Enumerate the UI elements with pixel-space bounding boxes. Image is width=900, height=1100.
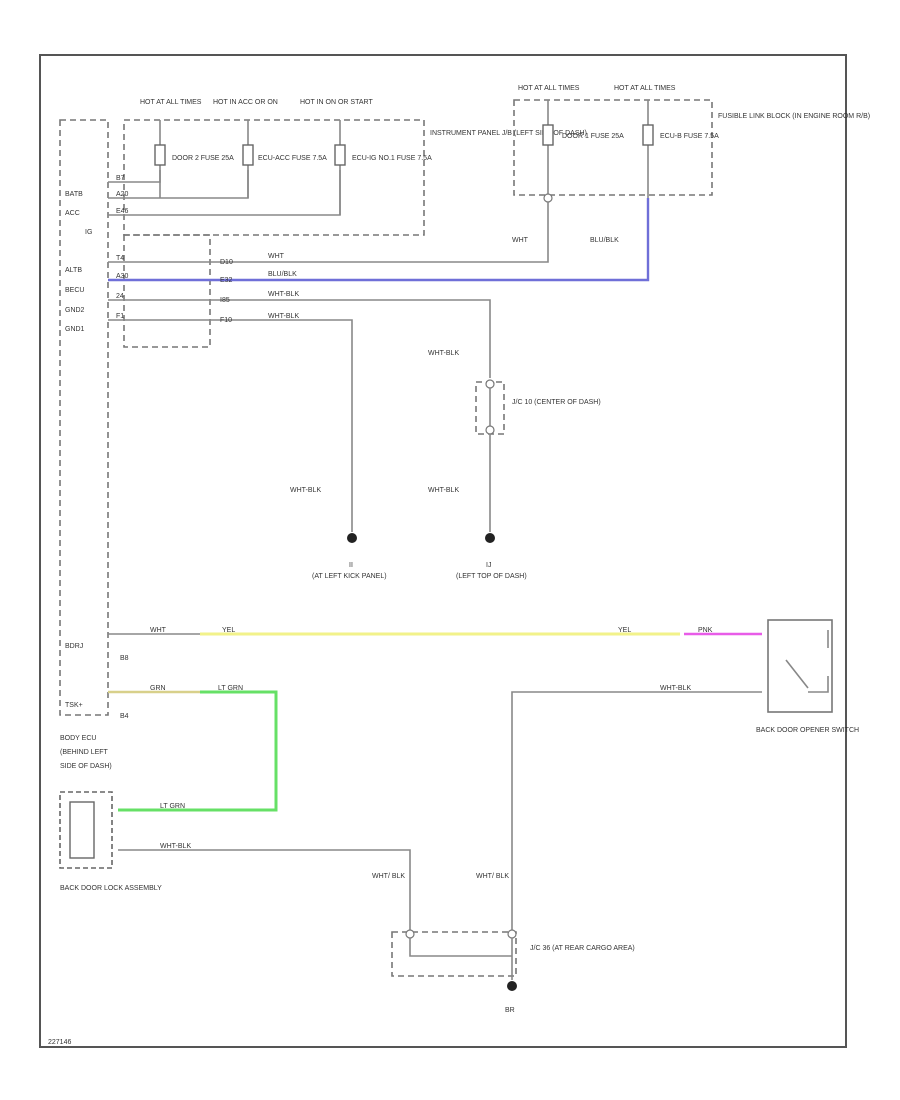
wire-wht-blk-2: WHT-BLK	[268, 313, 299, 320]
ground-ij-location: (LEFT TOP OF DASH)	[456, 573, 527, 580]
fuse-ecu-acc	[242, 144, 254, 166]
wire-blu-blk-label-2: BLU/BLK	[590, 237, 619, 244]
back-door-lock-label: BACK DOOR LOCK ASSEMBLY	[60, 885, 162, 892]
wire-blu-blk-label: BLU/BLK	[268, 271, 297, 278]
header-hot-all-1: HOT AT ALL TIMES	[140, 99, 202, 106]
header-hot-all-2: HOT AT ALL TIMES	[518, 85, 580, 92]
wire-pnk-label: PNK	[698, 627, 713, 634]
ecu-label-3: SIDE OF DASH)	[60, 763, 112, 770]
ground-ii-label: II	[349, 562, 353, 569]
wire-wht-blk-9: WHT/ BLK	[476, 873, 509, 880]
wire-wht-blk-6: WHT-BLK	[660, 685, 691, 692]
ecu-label-2: (BEHIND LEFT	[60, 749, 109, 756]
diagram-frame	[39, 54, 847, 1048]
back-door-opener-label: BACK DOOR OPENER SWITCH	[756, 727, 859, 734]
header-hot-on: HOT IN ON OR START	[300, 99, 373, 106]
wire-wht-3: WHT	[150, 627, 167, 634]
ground-ij	[485, 533, 495, 543]
wire-lt-grn-label-1: LT GRN	[218, 685, 243, 692]
jc36-box	[391, 931, 517, 977]
pin-bdrj: BDRJ	[65, 643, 83, 650]
pin-acc: ACC	[65, 210, 80, 217]
pin-num-3: E46	[116, 208, 129, 215]
jc10-label: J/C 10 (CENTER OF DASH)	[512, 399, 601, 406]
pin-num-10: I85	[220, 297, 230, 304]
ground-br-label: BR	[505, 1007, 515, 1014]
fusible-link-location: FUSIBLE LINK BLOCK (IN ENGINE ROOM R/B)	[718, 113, 870, 120]
pin-batb: BATB	[65, 191, 83, 198]
wire-wht-blk-5: WHT-BLK	[428, 487, 459, 494]
body-ecu-box	[59, 119, 109, 716]
fuse-door1-label: DOOR 1 FUSE 25A	[562, 133, 624, 140]
wire-lt-grn-label-2: LT GRN	[160, 803, 185, 810]
pin-num-8: D10	[220, 259, 233, 266]
connector-b4: B4	[120, 713, 129, 720]
jc36-label: J/C 36 (AT REAR CARGO AREA)	[530, 945, 635, 952]
figure-id: 227146	[48, 1039, 71, 1046]
ecu-label-1: BODY ECU	[60, 735, 96, 742]
fuse-ecu-ig1-label: ECU-IG NO.1 FUSE 7.5A	[352, 155, 432, 162]
pin-tsk: TSK+	[65, 702, 83, 709]
ground-ij-label: IJ	[486, 562, 491, 569]
fuse-door2-label: DOOR 2 FUSE 25A	[172, 155, 234, 162]
fuse-door2	[154, 144, 166, 166]
wire-wht-blk-1: WHT-BLK	[268, 291, 299, 298]
pin-altb: ALTB	[65, 267, 82, 274]
wire-yel-label-1: YEL	[222, 627, 235, 634]
instrument-panel-jb-box	[123, 119, 425, 236]
wire-blu-blk	[108, 198, 650, 282]
pin-ig: IG	[85, 229, 92, 236]
pin-num-6: 24	[116, 293, 124, 300]
wire-wht-blk-8: WHT/ BLK	[372, 873, 405, 880]
wire-wht-2: WHT	[512, 237, 529, 244]
pin-num-4: T4	[116, 255, 124, 262]
lock-actuator	[69, 801, 95, 859]
fuse-door1	[542, 124, 554, 146]
ground-ii-location: (AT LEFT KICK PANEL)	[312, 573, 387, 580]
back-door-opener-switch	[767, 619, 833, 713]
fuse-ecu-b	[642, 124, 654, 146]
wire-wht-1: WHT	[268, 253, 285, 260]
pin-num-1: B7	[116, 175, 125, 182]
wire-wht-blk-4: WHT-BLK	[290, 487, 321, 494]
pin-gnd2: GND2	[65, 307, 85, 314]
pin-num-7: F1	[116, 313, 124, 320]
wire-yel-label-2: YEL	[618, 627, 631, 634]
jb-location: INSTRUMENT PANEL J/B (LEFT SIDE OF DASH)	[430, 130, 587, 137]
fuse-ecu-acc-label: ECU-ACC FUSE 7.5A	[258, 155, 327, 162]
ground-br	[507, 981, 517, 991]
pin-becu: BECU	[65, 287, 84, 294]
wire-lt-grn	[118, 690, 278, 812]
pin-num-2: A20	[116, 191, 129, 198]
pin-gnd1: GND1	[65, 326, 85, 333]
wire-wht-blk-3: WHT-BLK	[428, 350, 459, 357]
jb-lower-box	[123, 234, 211, 348]
pin-num-9: E32	[220, 277, 233, 284]
header-hot-acc: HOT IN ACC OR ON	[213, 99, 278, 106]
wire-grn-label: GRN	[150, 685, 166, 692]
wire-wht-blk-7: WHT-BLK	[160, 843, 191, 850]
connector-b8: B8	[120, 655, 129, 662]
header-hot-all-3: HOT AT ALL TIMES	[614, 85, 676, 92]
fusible-link-box	[513, 99, 713, 196]
ground-ii	[347, 533, 357, 543]
pin-num-5: A30	[116, 273, 129, 280]
back-door-lock-box	[59, 791, 113, 869]
fuse-ecu-b-label: ECU-B FUSE 7.5A	[660, 133, 719, 140]
pin-num-11: F10	[220, 317, 232, 324]
fuse-ecu-ig1	[334, 144, 346, 166]
